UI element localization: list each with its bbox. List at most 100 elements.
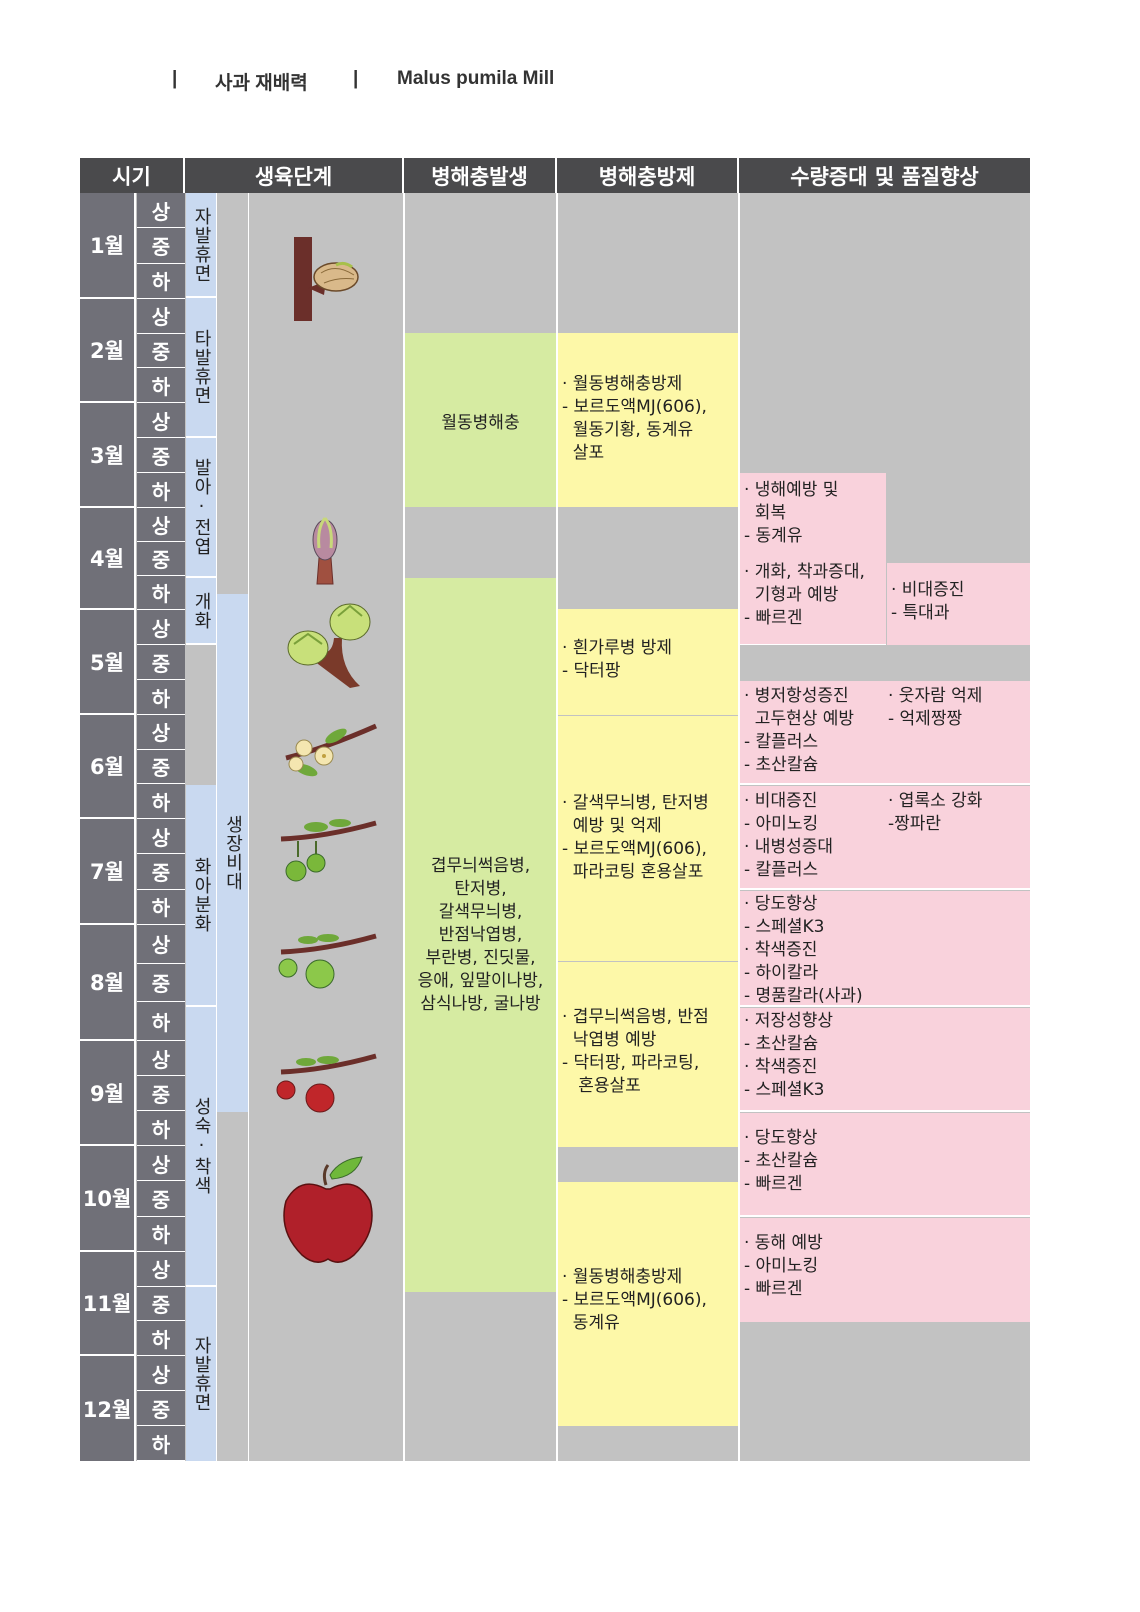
dekad-cell: 하	[137, 368, 185, 403]
dekad-cell: 중	[137, 438, 185, 473]
dekad-cell: 중	[137, 228, 185, 264]
quality-sugar-content: · 당도향상 - 스페셜K3 · 착색증진 - 하이칼라 - 명품칼라(사과)	[740, 891, 1030, 1007]
dekad-cell: 상	[137, 819, 185, 855]
dekad-cell: 중	[137, 1076, 185, 1111]
stage-vegetative-growth: 생장비대	[217, 594, 248, 1112]
dekad-cell: 중	[137, 1391, 185, 1426]
dekad-cell: 상	[137, 610, 185, 645]
dekad-cell: 하	[137, 1426, 185, 1461]
bud-icon	[294, 237, 359, 321]
occurrence-line: 응애, 잎말이나방,	[417, 970, 544, 991]
dekad-cell: 하	[137, 263, 185, 299]
month-cell: 5월	[80, 610, 136, 715]
occurrence-line: 갈색무늬병,	[438, 901, 523, 922]
control-brown-spot: · 갈색무늬병, 탄저병 예방 및 억제 - 보르도액MJ(606), 파라코팅…	[558, 716, 738, 961]
stage-flowering: 개화	[186, 578, 216, 645]
dekad-cell: 중	[137, 1286, 185, 1322]
dekad-cell: 상	[137, 403, 185, 438]
dekad-cell: 하	[137, 784, 185, 819]
quality-frost-prevention: · 동해 예방 - 아미노킹 - 빠르겐	[740, 1218, 1030, 1322]
dekad-cell: 중	[137, 542, 185, 576]
month-cell: 3월	[80, 403, 136, 508]
occurrence-line: 탄저병,	[454, 878, 507, 899]
stage-flower-bud-differentiation: 화아분화	[186, 785, 216, 1007]
stage-maturation: 성숙·착색	[186, 1007, 216, 1287]
header-disease-occurrence: 병해충발생	[404, 158, 557, 193]
page-title: 사과 재배력	[215, 73, 308, 94]
dekad-cell: 상	[137, 1356, 185, 1391]
dekad-cell: 중	[137, 749, 185, 785]
occurrence-line: 부란병, 진딧물,	[425, 947, 536, 968]
stage-dormancy-late: 자발휴면	[186, 1287, 216, 1461]
quality-vigor-control: · 웃자람 억제 - 억제짱짱	[888, 686, 983, 729]
dekad-cell: 중	[137, 645, 185, 680]
dekad-cell: 하	[137, 680, 185, 715]
month-cell: 7월	[80, 819, 136, 925]
occurrence-line: 반점낙엽병,	[438, 924, 523, 945]
dekad-cell: 하	[137, 473, 185, 508]
dekad-cell: 상	[137, 1252, 185, 1287]
divider	[738, 193, 740, 1461]
dekad-cell: 하	[137, 889, 185, 925]
dekad-cell: 중	[137, 333, 185, 369]
occurrence-growing-season: 겹무늬썩음병, 탄저병, 갈색무늬병, 반점낙엽병, 부란병, 진딧물, 응애,…	[405, 578, 556, 1292]
dekad-cell: 하	[137, 1216, 185, 1252]
control-bitter-rot: · 겹무늬썩음병, 반점 낙엽병 예방 - 닥터팡, 파라코팅, 혼용살포	[558, 962, 738, 1147]
leafing-branch-icon	[287, 603, 371, 688]
month-cell: 10월	[80, 1146, 136, 1252]
month-cell: 9월	[80, 1041, 136, 1146]
header-period: 시기	[80, 158, 185, 193]
stage-forced-dormancy: 타발휴면	[186, 298, 216, 438]
stage-dormancy: 자발휴면	[186, 193, 216, 298]
divider	[556, 193, 558, 1461]
scientific-name: Malus pumila Mill	[397, 68, 555, 89]
red-apple-icon	[283, 1156, 373, 1263]
dekad-cell: 하	[137, 1002, 185, 1041]
divider	[403, 193, 405, 1461]
dekad-cell: 하	[137, 576, 185, 610]
quality-enlargement: · 비대증진 - 특대과	[887, 563, 1030, 645]
header-yield-quality: 수량증대 및 품질향상	[739, 158, 1030, 193]
control-overwintering: · 월동병해충방제 - 보르도액MJ(606), 월동기황, 동계유 살포	[558, 333, 738, 507]
month-cell: 6월	[80, 715, 136, 819]
dekad-cell: 상	[137, 193, 185, 229]
dekad-cell: 하	[137, 1111, 185, 1146]
control-overwintering-late: · 월동병해충방제 - 보르도액MJ(606), 동계유	[558, 1182, 738, 1426]
dekad-cell: 상	[137, 715, 185, 750]
month-cell: 4월	[80, 508, 136, 610]
occurrence-line: 삼식나방, 굴나방	[420, 993, 541, 1014]
quality-chlorophyll: · 엽록소 강화 -짱파란	[888, 791, 983, 834]
dekad-cell: 상	[137, 925, 185, 964]
quality-frost-damage: · 냉해예방 및 회복 - 동계유 · 개화, 착과증대, 기형과 예방 - 빠…	[740, 473, 886, 645]
divider	[248, 193, 249, 1461]
dekad-cell: 상	[137, 1041, 185, 1076]
young-fruit-icon	[280, 819, 377, 882]
month-cell: 1월	[80, 193, 136, 299]
quality-disease-resistance: · 병저항성증진 고두현상 예방 - 칼플러스 - 초산칼슘 · 웃자람 억제 …	[740, 681, 1030, 785]
month-cell: 12월	[80, 1356, 136, 1461]
dekad-cell: 상	[137, 508, 185, 542]
occurrence-overwintering: 월동병해충	[405, 333, 556, 507]
dekad-cell: 중	[137, 854, 185, 890]
quality-storage: · 저장성향상 - 초산칼슘 · 착색증진 - 스페셜K3	[740, 1008, 1030, 1112]
stage-sprouting: 발아·전엽	[186, 438, 216, 578]
occurrence-line: 겹무늬썩음병,	[430, 855, 531, 876]
blossom-icon	[285, 723, 378, 777]
growing-fruit-icon	[278, 933, 377, 989]
sprouting-bud-icon	[312, 517, 338, 585]
ripening-fruit-icon	[276, 1053, 377, 1113]
month-cell: 8월	[80, 925, 136, 1041]
dekad-cell: 중	[137, 1181, 185, 1217]
dekad-cell: 상	[137, 1146, 185, 1182]
header-separator: |	[172, 68, 178, 89]
dekad-cell: 상	[137, 299, 185, 334]
header-disease-control: 병해충방제	[557, 158, 739, 193]
month-cell: 11월	[80, 1252, 136, 1356]
month-cell: 2월	[80, 299, 136, 403]
control-powdery-mildew: · 흰가루병 방제 - 닥터팡	[558, 609, 738, 715]
divider	[216, 193, 217, 1461]
dekad-cell: 하	[137, 1321, 185, 1356]
quality-sugar-late: · 당도향상 - 초산칼슘 - 빠르겐	[740, 1113, 1030, 1217]
header-separator: |	[353, 68, 359, 89]
header-growth-stage: 생육단계	[185, 158, 404, 193]
